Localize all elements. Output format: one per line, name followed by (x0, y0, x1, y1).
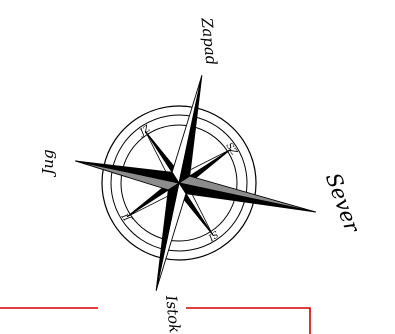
frame-lines (0, 308, 310, 334)
cardinal-points (52, 53, 338, 319)
frame-line-right (186, 308, 310, 334)
label-jug: Jug (39, 149, 57, 177)
compass-rose: JZ SZ SI JI (52, 53, 338, 319)
label-sever: Sever (321, 170, 365, 238)
label-zapad: Zapad (197, 16, 220, 66)
label-istok: Istok (162, 294, 184, 334)
